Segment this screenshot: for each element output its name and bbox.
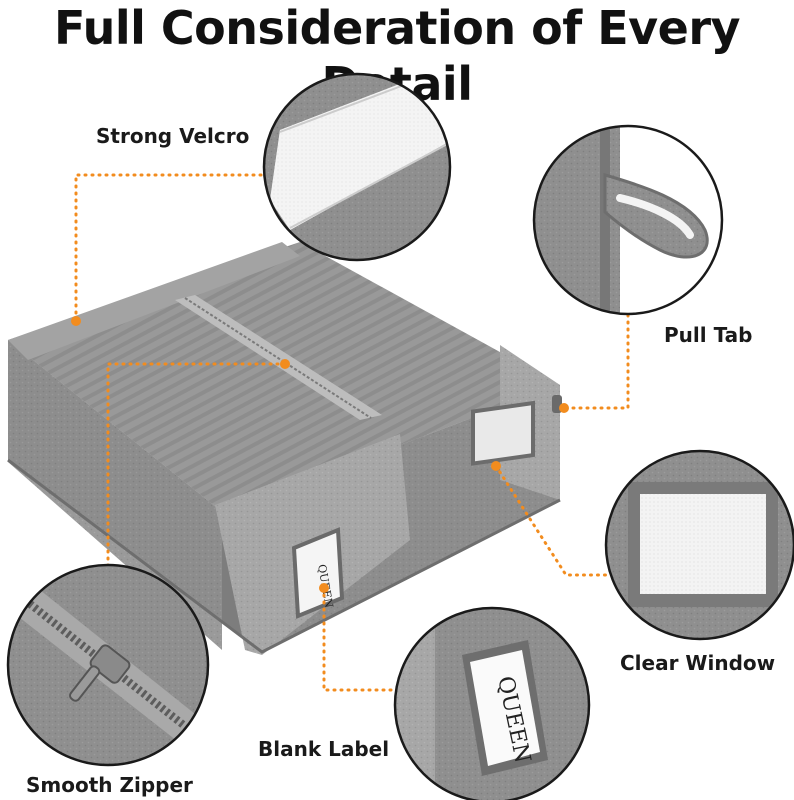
callout-dots — [71, 316, 569, 593]
callout-lines — [74, 173, 630, 692]
pull-tab-detail-circle — [532, 124, 724, 316]
callout-smooth-zipper: Smooth Zipper — [26, 773, 193, 797]
callout-pull-tab: Pull Tab — [664, 323, 753, 347]
callout-clear-window: Clear Window — [620, 651, 776, 675]
callout-blank-label: Blank Label — [258, 737, 390, 761]
blank-label-detail-circle: QUEEN — [393, 606, 591, 800]
callout-strong-velcro: Strong Velcro — [96, 124, 250, 148]
zipper-detail-circle — [6, 563, 210, 767]
clear-window-detail-circle — [604, 449, 794, 641]
velcro-detail-circle — [262, 72, 452, 262]
